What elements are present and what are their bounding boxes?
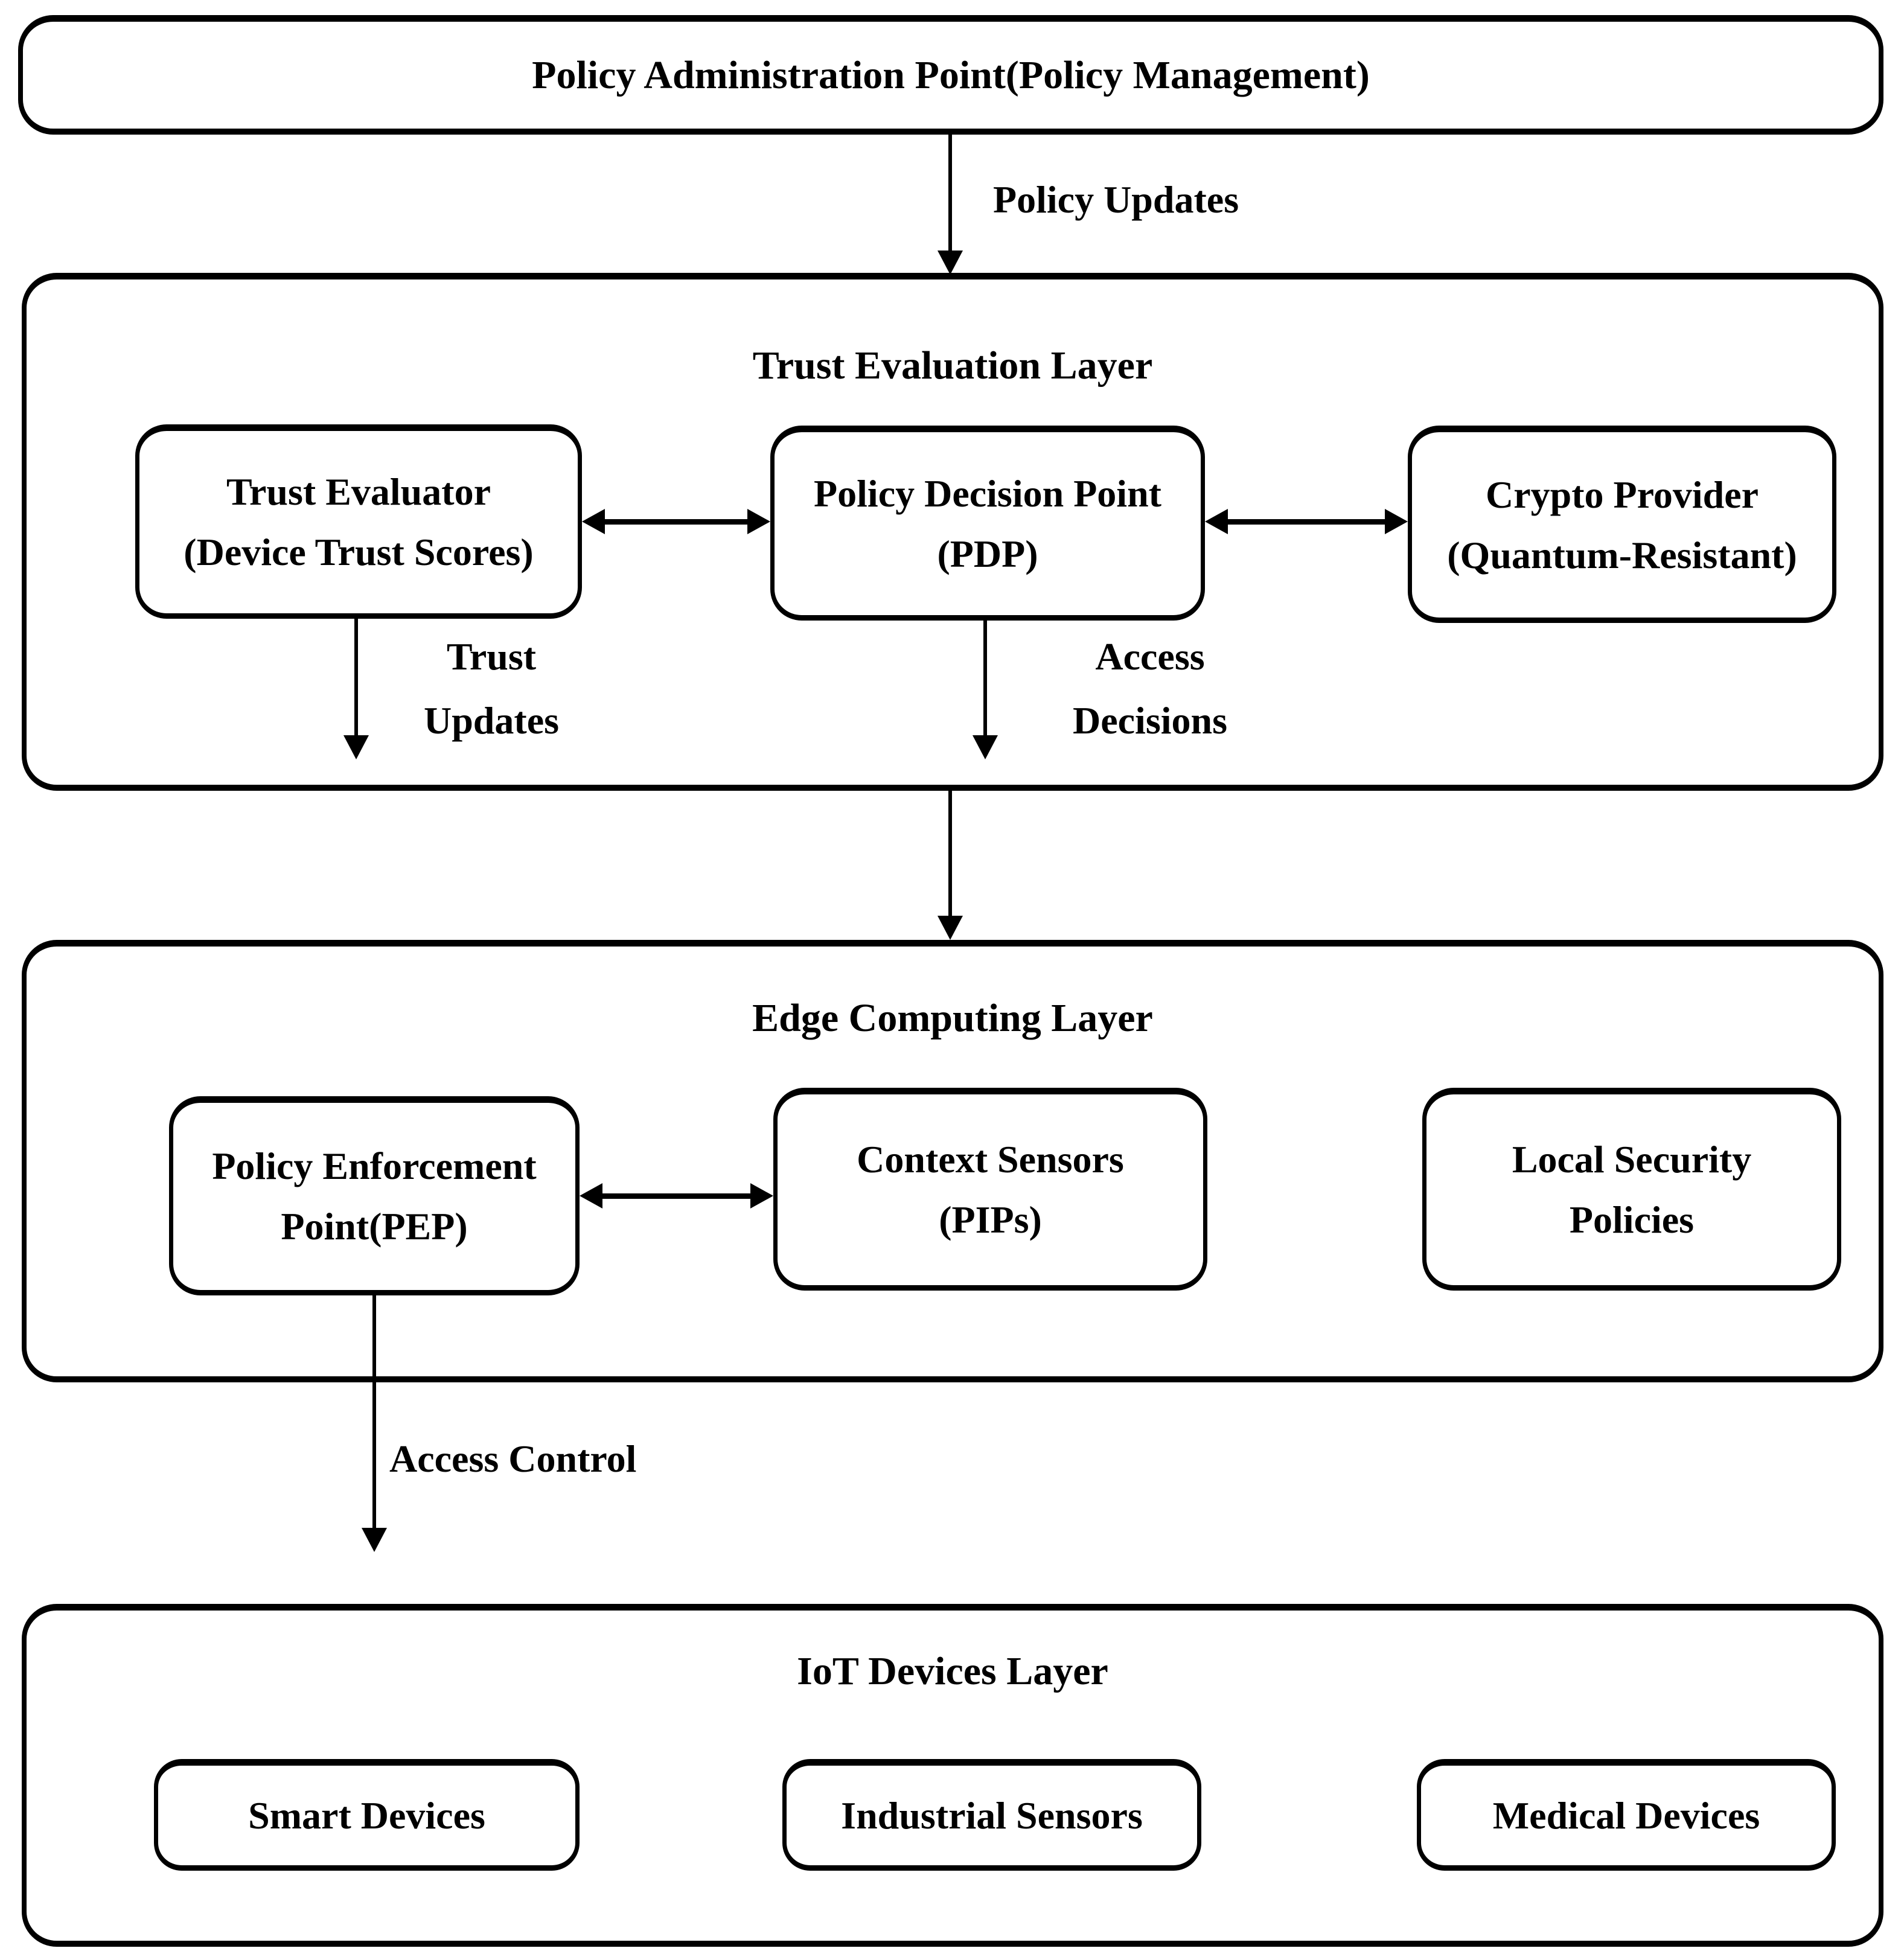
trust-evaluator-label-line1: Trust Evaluator	[226, 470, 491, 513]
trust-evaluator-label-line2: (Device Trust Scores)	[184, 531, 534, 573]
iot-devices-layer-title: IoT Devices Layer	[797, 1649, 1108, 1693]
smart-devices-box: Smart Devices	[154, 1759, 580, 1871]
arrowhead-down-icon	[362, 1528, 387, 1552]
trust-evaluation-layer-title: Trust Evaluation Layer	[752, 343, 1153, 388]
policy-administration-point-label: Policy Administration Point(Policy Manag…	[532, 53, 1370, 97]
policy-updates-label: Policy Updates	[993, 178, 1239, 221]
trust-evaluator-pdp-arrow	[582, 509, 770, 534]
trust-updates-arrow	[343, 619, 369, 759]
crypto-provider-box: Crypto Provider (Quantum-Resistant)	[1408, 426, 1836, 623]
access-decisions-label-line2: Decisions	[1073, 699, 1227, 742]
trust-updates-label: Trust Updates	[371, 625, 612, 753]
iot-devices-layer: IoT Devices Layer Smart Devices Industri…	[22, 1604, 1883, 1947]
trust-evaluation-layer: Trust Evaluation Layer Trust Evaluator (…	[22, 273, 1883, 791]
pdp-crypto-provider-arrow	[1205, 509, 1408, 534]
pdp-label-line1: Policy Decision Point	[814, 471, 1161, 515]
arrow-shaft	[948, 135, 952, 259]
context-sensors-label-line1: Context Sensors	[857, 1138, 1124, 1181]
arrowhead-down-icon	[343, 735, 369, 759]
policy-decision-point-box: Policy Decision Point (PDP)	[770, 426, 1205, 621]
edge-computing-layer-title: Edge Computing Layer	[752, 996, 1153, 1040]
context-sensors-label-line2: (PIPs)	[939, 1198, 1042, 1241]
access-decisions-arrow	[973, 621, 998, 759]
arrowhead-left-icon	[582, 509, 605, 534]
context-sensors-box: Context Sensors (PIPs)	[773, 1088, 1207, 1291]
arrowhead-left-icon	[1205, 509, 1228, 534]
access-decisions-label-line1: Access	[1095, 635, 1205, 678]
trust-evaluator-box: Trust Evaluator (Device Trust Scores)	[135, 424, 582, 619]
arrow-shaft	[983, 621, 987, 744]
pep-label-line2: Point(PEP)	[281, 1205, 468, 1248]
trust-to-edge-arrow	[938, 791, 963, 940]
access-decisions-label: Access Decisions	[1029, 625, 1271, 753]
arrow-shaft	[948, 791, 952, 924]
policy-enforcement-point-box: Policy Enforcement Point(PEP)	[169, 1096, 580, 1295]
medical-devices-box: Medical Devices	[1417, 1759, 1836, 1871]
arrowhead-down-icon	[938, 251, 963, 275]
edge-computing-layer: Edge Computing Layer Policy Enforcement …	[22, 940, 1883, 1382]
local-security-policies-label-line1: Local Security	[1512, 1138, 1752, 1181]
arrowhead-left-icon	[580, 1183, 602, 1208]
policy-administration-point-box: Policy Administration Point(Policy Manag…	[18, 15, 1883, 135]
arrow-shaft	[372, 1294, 376, 1536]
pep-context-sensors-arrow	[580, 1183, 773, 1208]
arrow-shaft	[598, 519, 755, 525]
industrial-sensors-box: Industrial Sensors	[782, 1759, 1201, 1871]
arrow-shaft	[595, 1193, 758, 1199]
trust-updates-label-line2: Updates	[423, 699, 560, 742]
arrowhead-right-icon	[1385, 509, 1408, 534]
crypto-provider-label-line1: Crypto Provider	[1485, 473, 1759, 516]
arrowhead-right-icon	[750, 1183, 773, 1208]
access-control-label: Access Control	[389, 1437, 637, 1480]
arrowhead-down-icon	[973, 735, 998, 759]
access-control-arrow	[362, 1294, 387, 1552]
medical-devices-label: Medical Devices	[1492, 1793, 1760, 1837]
arrowhead-right-icon	[747, 509, 770, 534]
policy-updates-arrow	[938, 135, 963, 275]
local-security-policies-label-line2: Policies	[1569, 1198, 1695, 1241]
arrow-shaft	[1221, 519, 1392, 525]
smart-devices-label: Smart Devices	[248, 1793, 485, 1837]
arrowhead-down-icon	[938, 916, 963, 940]
pep-label-line1: Policy Enforcement	[212, 1145, 537, 1187]
trust-updates-label-line1: Trust	[446, 635, 537, 678]
arrow-shaft	[354, 619, 358, 744]
pdp-label-line2: (PDP)	[937, 532, 1038, 575]
industrial-sensors-label: Industrial Sensors	[841, 1793, 1143, 1837]
local-security-policies-box: Local Security Policies	[1422, 1088, 1841, 1291]
crypto-provider-label-line2: (Quantum-Resistant)	[1447, 533, 1797, 576]
